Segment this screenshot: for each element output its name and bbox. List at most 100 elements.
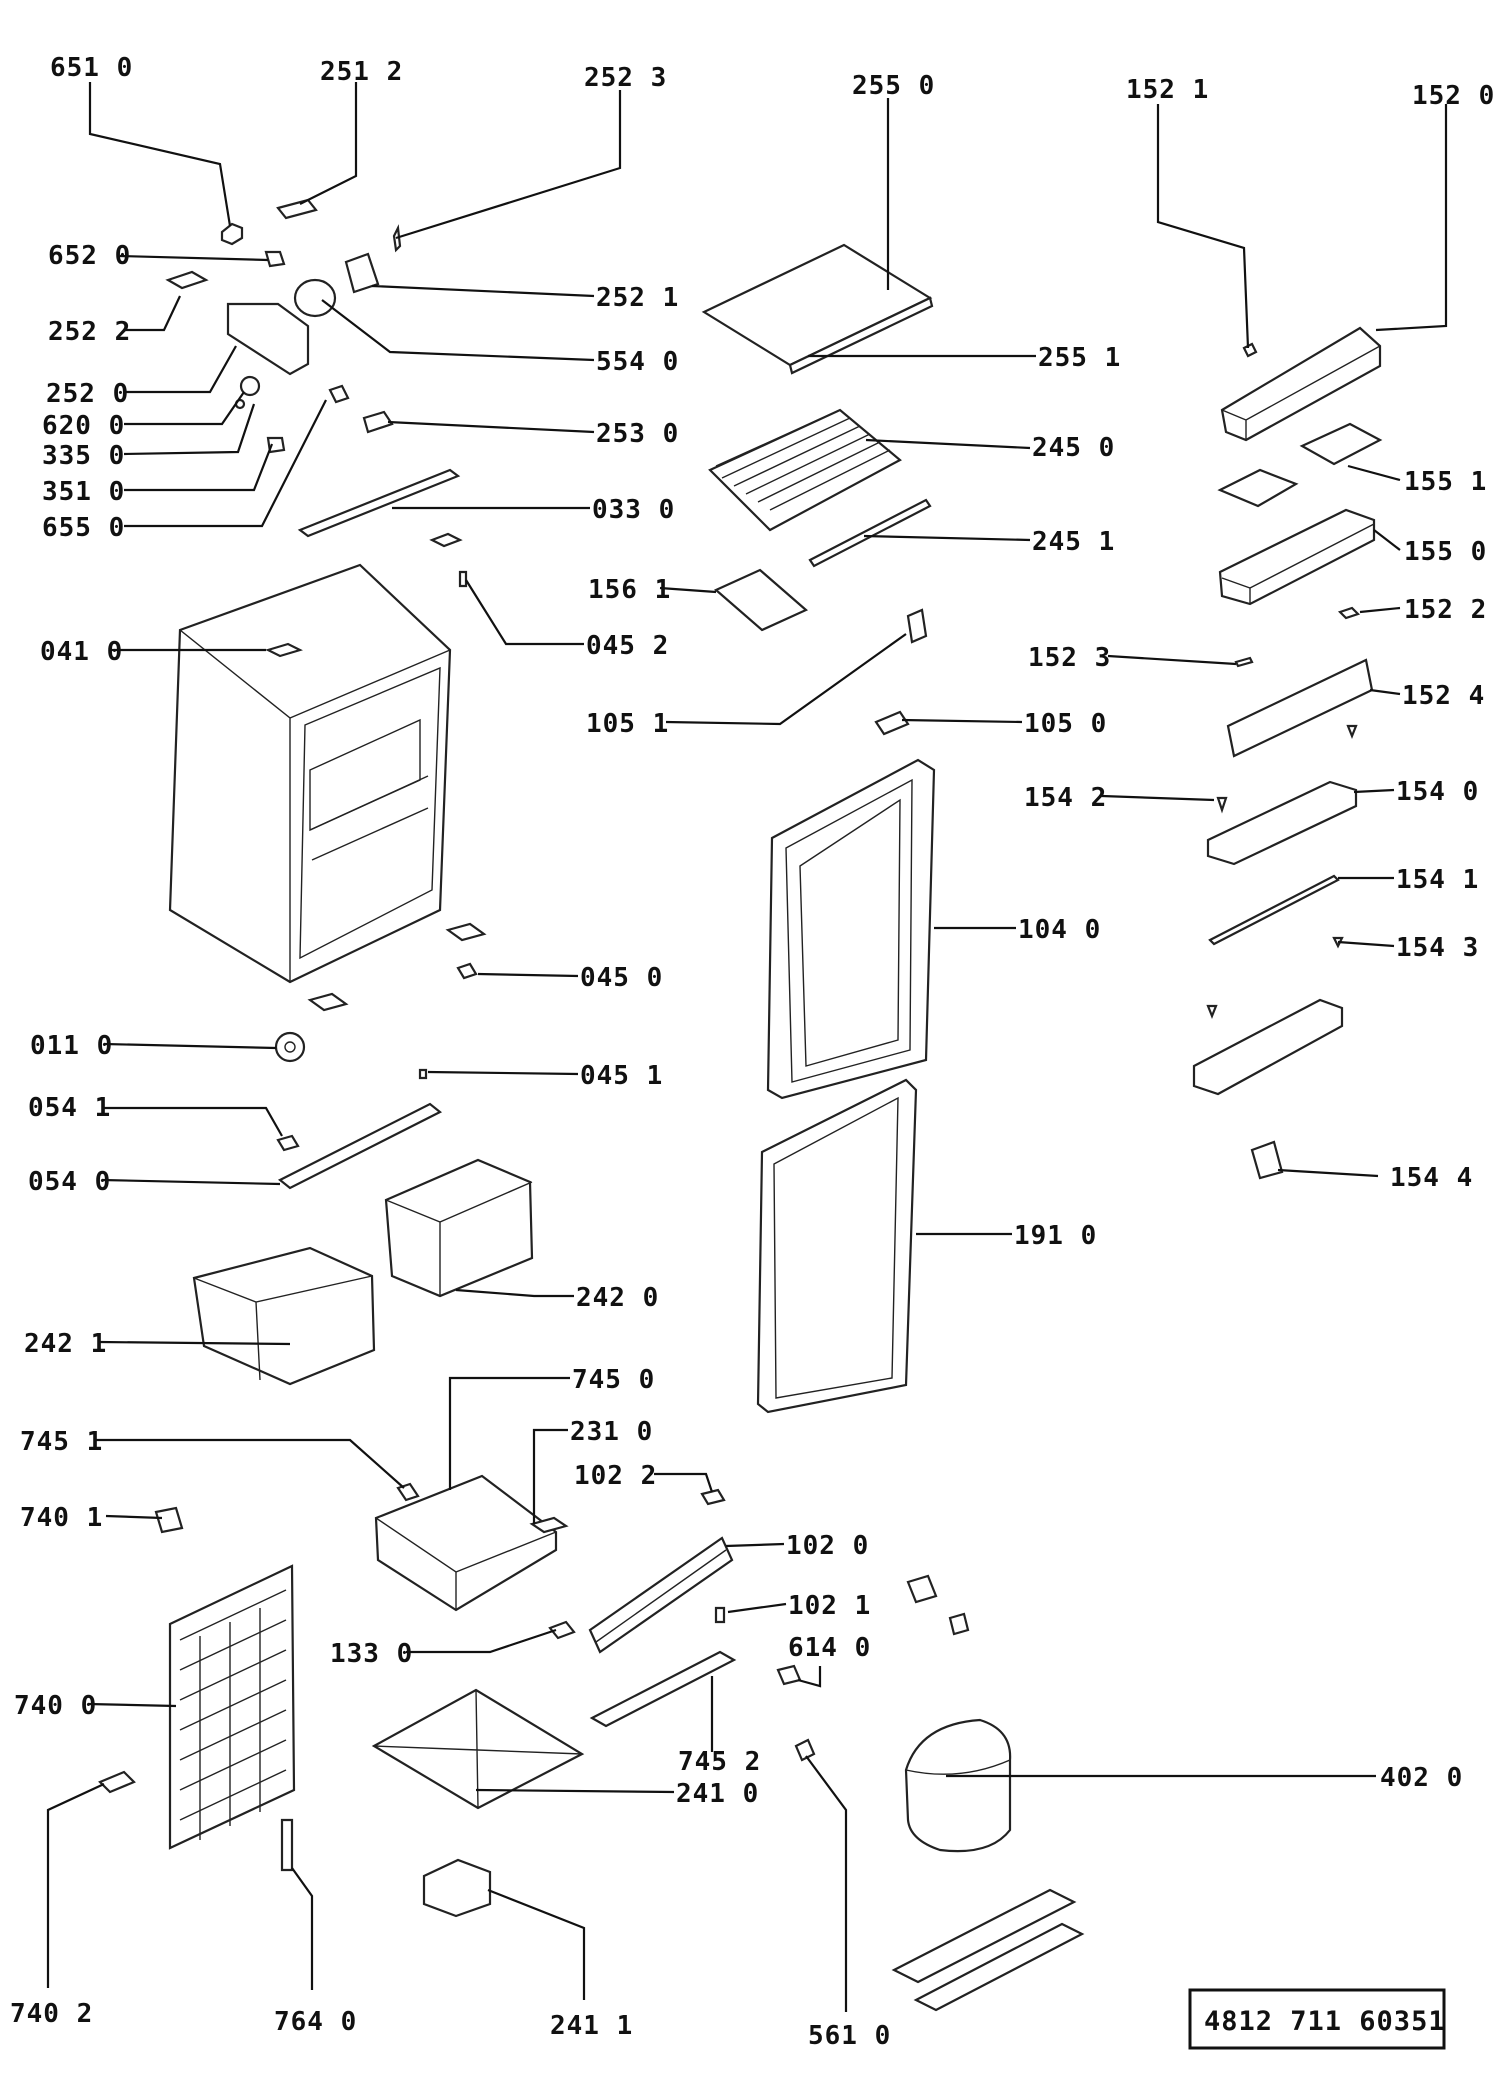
part-relay-2 <box>948 1612 970 1636</box>
label-152-2: 152 2 <box>1404 595 1487 625</box>
label-242-1: 242 1 <box>24 1329 107 1359</box>
label-614-0: 614 0 <box>788 1633 871 1663</box>
part-245-0 <box>708 408 902 532</box>
label-054-1: 054 1 <box>28 1093 111 1123</box>
part-156-1 <box>713 568 809 632</box>
label-154-2: 154 2 <box>1024 783 1107 813</box>
part-152-4-screw <box>1346 724 1358 739</box>
part-105-1 <box>906 608 928 644</box>
label-152-1: 152 1 <box>1126 75 1209 105</box>
label-740-0: 740 0 <box>14 1691 97 1721</box>
label-251-2: 251 2 <box>320 57 403 87</box>
part-241-0-tray <box>371 1688 585 1810</box>
label-745-2: 745 2 <box>678 1747 761 1777</box>
part-620-0 <box>239 375 261 397</box>
label-011-0: 011 0 <box>30 1031 113 1061</box>
label-045-0: 045 0 <box>580 963 663 993</box>
part-054-0 <box>277 1102 443 1190</box>
label-154-3: 154 3 <box>1396 933 1479 963</box>
part-cabinet-foot <box>307 992 349 1012</box>
part-102-1 <box>714 1606 726 1624</box>
label-764-0: 764 0 <box>274 2007 357 2037</box>
label-253-0: 253 0 <box>596 419 679 449</box>
label-231-0: 231 0 <box>570 1417 653 1447</box>
label-104-0: 104 0 <box>1018 915 1101 945</box>
part-045-0-hinge <box>445 922 487 942</box>
label-054-0: 054 0 <box>28 1167 111 1197</box>
label-191-0: 191 0 <box>1014 1221 1097 1251</box>
part-154-screw <box>1206 1004 1218 1019</box>
label-252-2: 252 2 <box>48 317 131 347</box>
label-651-0: 651 0 <box>50 53 133 83</box>
label-745-0: 745 0 <box>572 1365 655 1395</box>
part-253-0 <box>362 410 394 434</box>
part-033-0-clip <box>429 532 463 548</box>
part-652-0 <box>264 250 286 268</box>
label-740-2: 740 2 <box>10 1999 93 2029</box>
part-255-1 <box>788 296 934 375</box>
document-number-box: 4812 711 60351 <box>1188 1988 1446 2050</box>
leader-lines <box>46 82 1448 2012</box>
part-252-3 <box>392 224 402 253</box>
part-251-2 <box>276 198 318 220</box>
part-242-1 <box>192 1246 376 1386</box>
label-105-0: 105 0 <box>1024 709 1107 739</box>
label-154-4: 154 4 <box>1390 1163 1473 1193</box>
label-655-0: 655 0 <box>42 513 125 543</box>
part-155-1 <box>1217 422 1383 508</box>
label-245-0: 245 0 <box>1032 433 1115 463</box>
part-245-1 <box>808 498 932 568</box>
part-154-0 <box>1206 780 1358 866</box>
document-number: 4812 711 60351 <box>1204 2006 1446 2037</box>
part-745-2 <box>589 1650 737 1728</box>
part-054-1 <box>276 1134 300 1152</box>
label-102-2: 102 2 <box>574 1461 657 1491</box>
label-152-3: 152 3 <box>1028 643 1111 673</box>
label-155-1: 155 1 <box>1404 467 1487 497</box>
part-mounting-rails <box>891 1888 1085 2012</box>
label-252-3: 252 3 <box>584 63 667 93</box>
part-242-0 <box>384 1158 534 1298</box>
label-045-1: 045 1 <box>580 1061 663 1091</box>
label-152-0: 152 0 <box>1412 81 1495 111</box>
part-045-0 <box>456 962 478 980</box>
label-245-1: 245 1 <box>1032 527 1115 557</box>
label-045-2: 045 2 <box>586 631 669 661</box>
label-255-1: 255 1 <box>1038 343 1121 373</box>
part-351-0 <box>266 436 286 454</box>
part-152-1 <box>1242 342 1258 358</box>
label-242-0: 242 0 <box>576 1283 659 1313</box>
part-105-0 <box>874 710 910 736</box>
label-156-1: 156 1 <box>588 575 671 605</box>
part-045-1 <box>418 1068 428 1080</box>
label-652-0: 652 0 <box>48 241 131 271</box>
part-655-0 <box>328 384 350 404</box>
label-252-1: 252 1 <box>596 283 679 313</box>
label-740-1: 740 1 <box>20 1503 103 1533</box>
label-402-0: 402 0 <box>1380 1763 1463 1793</box>
label-102-0: 102 0 <box>786 1531 869 1561</box>
part-740-0-condenser <box>168 1564 296 1850</box>
part-labels: 651 0 251 2 252 3 255 0 152 1 152 0 652 … <box>10 53 1495 2051</box>
label-241-1: 241 1 <box>550 2011 633 2041</box>
document-number-frame <box>1188 1988 1446 2050</box>
cabinet <box>168 563 452 984</box>
label-033-0: 033 0 <box>592 495 675 525</box>
part-154-4 <box>1250 1140 1284 1180</box>
label-105-1: 105 1 <box>586 709 669 739</box>
part-154-2 <box>1216 796 1228 814</box>
part-154-1 <box>1208 874 1340 946</box>
label-252-0: 252 0 <box>46 379 129 409</box>
label-335-0: 335 0 <box>42 441 125 471</box>
part-152-4 <box>1226 658 1374 758</box>
part-231-0 <box>529 1516 569 1534</box>
part-045-2 <box>458 570 468 588</box>
label-241-0: 241 0 <box>676 1779 759 1809</box>
label-255-0: 255 0 <box>852 71 935 101</box>
label-154-0: 154 0 <box>1396 777 1479 807</box>
label-620-0: 620 0 <box>42 411 125 441</box>
part-745-0 <box>374 1474 558 1612</box>
part-241-1 <box>422 1858 492 1918</box>
part-252-1 <box>344 252 380 294</box>
label-745-1: 745 1 <box>20 1427 103 1457</box>
